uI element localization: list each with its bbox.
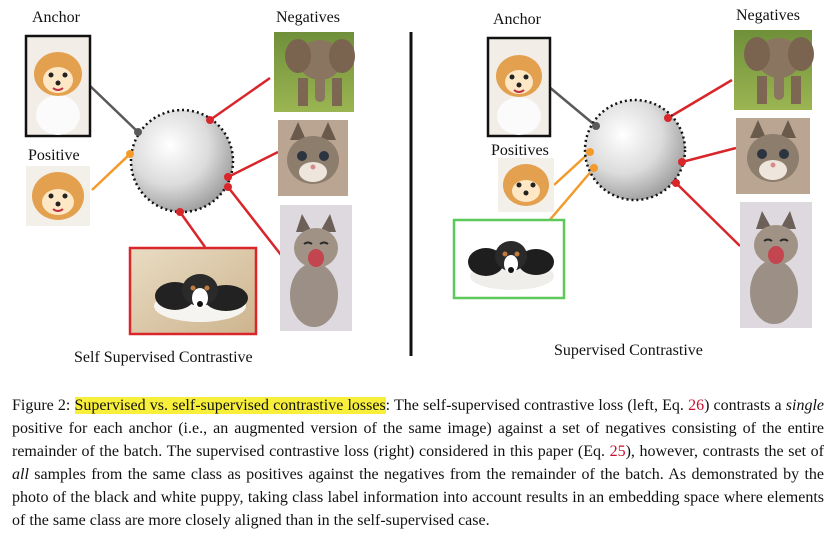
caption-prefix: Figure 2: (12, 397, 75, 414)
positive-dot (126, 150, 134, 158)
figure-caption: Figure 2: Supervised vs. self-supervised… (12, 394, 824, 532)
caption-text: samples from the same class as positives… (12, 466, 824, 529)
anchor-dot (592, 122, 600, 130)
negative-dot (224, 173, 232, 181)
caption-emphasis: all (12, 466, 29, 483)
negative-connector (227, 186, 286, 261)
positive-connector (547, 167, 595, 223)
negative-elephant-photo (734, 30, 814, 110)
negative-kitten-face-photo (278, 120, 348, 196)
caption-text: ), however, contrasts the set of (625, 443, 825, 460)
embedding-sphere (129, 108, 235, 214)
positive-pomeranian-photo (498, 158, 554, 212)
negative-dot (206, 116, 214, 124)
negative-dot (224, 183, 232, 191)
negative-yawning-kitten-photo (280, 205, 352, 331)
anchor-pomeranian-photo (24, 34, 92, 138)
negative-dot (664, 114, 672, 122)
anchor-dot (134, 128, 142, 136)
caption-emphasis: single (785, 397, 825, 414)
anchor-label: Anchor (32, 9, 81, 26)
negatives-label: Negatives (736, 7, 800, 24)
positive-connector (91, 153, 131, 191)
left-panel: Anchor Negatives Positive (24, 9, 355, 366)
negative-yawning-kitten-photo (740, 202, 812, 328)
negative-dot (176, 208, 184, 216)
negative-connector (675, 182, 741, 247)
left-panel-subtitle: Self Supervised Contrastive (74, 349, 253, 366)
positive-pomeranian-photo (26, 166, 90, 226)
positive-dot (586, 148, 594, 156)
negative-connector (178, 211, 207, 248)
anchor-connector (547, 85, 597, 127)
right-panel-subtitle: Supervised Contrastive (554, 342, 703, 359)
equation-reference-link[interactable]: 26 (688, 397, 705, 414)
positive-connector (553, 151, 591, 186)
negative-connector (209, 76, 271, 122)
caption-text: : The self-supervised contrastive loss (… (385, 397, 689, 414)
negative-dot (672, 179, 680, 187)
negative-puppy-photo (128, 246, 258, 336)
negative-connector (667, 78, 733, 120)
anchor-pomeranian-photo (486, 36, 552, 138)
negative-dot (678, 158, 686, 166)
positive-puppy-photo (452, 218, 566, 300)
positive-dot (590, 164, 598, 172)
anchor-label: Anchor (493, 11, 542, 28)
positive-label: Positive (28, 147, 80, 164)
embedding-sphere (583, 98, 687, 202)
positives-label: Positives (491, 142, 549, 159)
negative-connector (681, 146, 737, 164)
negatives-label: Negatives (276, 9, 340, 26)
negative-kitten-face-photo (736, 118, 810, 194)
right-panel: Anchor Negatives Positives (452, 7, 814, 359)
caption-text: ) contrasts a (704, 397, 786, 414)
caption-text: positive for each anchor (i.e., an augme… (12, 420, 824, 460)
caption-highlight: Supervised vs. self-supervised contrasti… (74, 397, 386, 414)
equation-reference-link[interactable]: 25 (609, 443, 626, 460)
contrastive-figure: Anchor Negatives Positive (24, 7, 814, 366)
negative-elephant-photo (274, 32, 355, 112)
negative-connector (227, 150, 279, 179)
anchor-connector (87, 83, 139, 133)
